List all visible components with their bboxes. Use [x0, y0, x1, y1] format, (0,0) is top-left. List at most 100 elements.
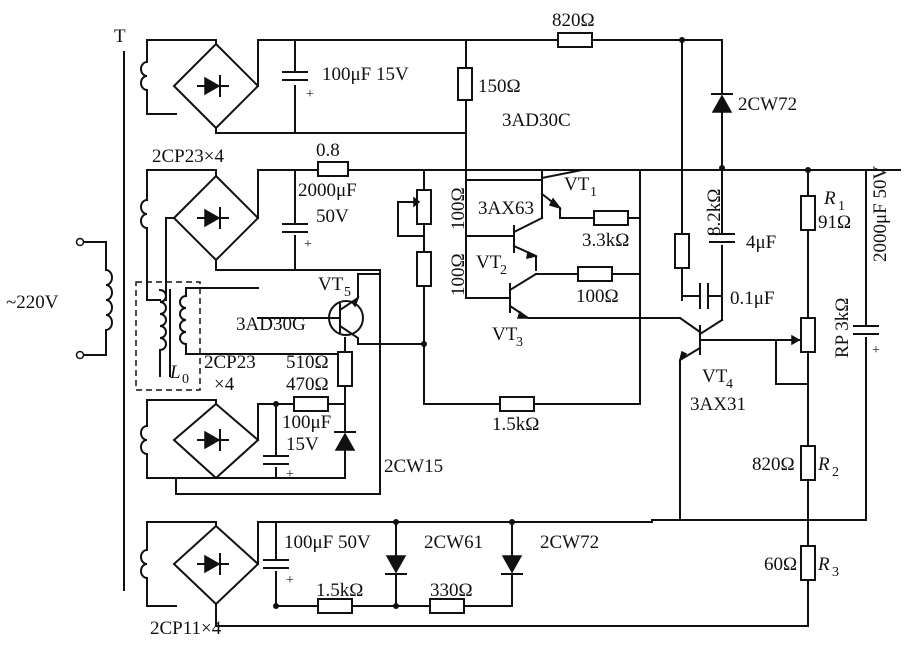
svg-text:+: + — [306, 87, 314, 102]
svg-text:4: 4 — [726, 377, 733, 392]
transistor-VT1: 3AD30C VT 1 — [502, 110, 597, 219]
svg-text:+: + — [286, 573, 294, 588]
vt4-label: VT — [702, 366, 728, 387]
svg-text:+: + — [286, 467, 294, 482]
mains-input: ~220V — [6, 237, 113, 360]
c2000-left-label: 2000μF — [298, 180, 357, 201]
secondary-winding-2 — [140, 169, 217, 301]
r1-val: 91Ω — [818, 212, 851, 233]
r510-label: 510Ω — [286, 352, 329, 373]
pot100-label: 100Ω — [448, 187, 469, 230]
bridge-rectifier-2 — [165, 169, 381, 301]
c2000-left-volt: 50V — [316, 206, 349, 227]
r33k-label: 3.3kΩ — [582, 230, 629, 251]
r2-label: R — [817, 454, 830, 475]
bridge1-label: 2CP23×4 — [152, 146, 224, 167]
resistor-470: 470Ω — [275, 374, 346, 433]
l0-label: L — [169, 362, 181, 383]
r3-val: 60Ω — [764, 554, 797, 575]
svg-text:0: 0 — [182, 372, 189, 387]
svg-text:2: 2 — [832, 465, 839, 480]
cap-top-label: 100μF 15V — [322, 64, 409, 85]
svg-text:+: + — [872, 343, 880, 358]
vt2-label: VT — [476, 252, 502, 273]
capacitor-100uF-15V-bias: + 100μF 15V — [263, 401, 331, 482]
vt3-label: VT — [492, 324, 518, 345]
r100h-label: 100Ω — [576, 286, 619, 307]
svg-text:×4: ×4 — [214, 374, 235, 395]
capacitor-100uF-15V-top: + 100μF 15V — [282, 39, 409, 134]
secondary-winding-3 — [140, 399, 217, 479]
cap-bias-volt: 15V — [286, 434, 319, 455]
svg-text:+: + — [304, 237, 312, 252]
svg-text:3: 3 — [832, 565, 839, 580]
pot-100: 100Ω — [397, 169, 469, 251]
r08-label: 0.8 — [316, 140, 340, 161]
svg-text:1: 1 — [838, 199, 845, 214]
capacitor-2000uF-left: + 2000μF 50V — [282, 169, 357, 271]
r2-val: 820Ω — [752, 454, 795, 475]
transformer-core: T — [114, 26, 126, 591]
resistor-100-horizontal: 100Ω — [535, 266, 641, 307]
svg-text:2CP23: 2CP23 — [204, 352, 256, 373]
resistor-150: 150Ω — [457, 39, 521, 271]
r820-top-label: 820Ω — [552, 10, 595, 31]
bridge-rectifier-4: 2CP11×4 — [150, 521, 809, 639]
zener-2cw61: 2CW61 — [385, 521, 483, 609]
resistor-R1: R 1 91Ω — [800, 167, 851, 319]
r82k-label: 8.2kΩ — [704, 189, 725, 236]
r330-label: 330Ω — [430, 580, 473, 601]
rp-label: RP 3kΩ — [832, 298, 853, 358]
r3-label: R — [817, 554, 830, 575]
cap-bottom-label: 100μF 50V — [284, 532, 371, 553]
r150-label: 150Ω — [478, 76, 521, 97]
transistor-VT3: VT 3 — [465, 269, 681, 350]
resistor-1.5k-mid: 1.5kΩ — [492, 396, 539, 435]
r100v-label: 100Ω — [448, 253, 469, 296]
resistor-3.3k: 3.3kΩ — [559, 169, 641, 251]
zener-2cw72-top: 2CW72 — [711, 39, 797, 169]
mains-label: ~220V — [6, 292, 59, 313]
transistor-VT5: VT 5 3AD30G — [236, 269, 381, 495]
vt4-type: 3AX31 — [690, 394, 746, 415]
bridge4-label: 2CP11×4 — [150, 618, 222, 639]
zener-2cw72-bottom: 2CW72 — [501, 521, 599, 607]
resistor-820-top: 820Ω — [465, 10, 723, 48]
resistor-R2: 820Ω R 2 — [752, 445, 839, 547]
resistor-0.8: 0.8 — [316, 140, 901, 177]
bridge2-label: 2CP23 ×4 — [204, 352, 256, 395]
zener-2cw15-label: 2CW15 — [384, 456, 443, 477]
zener-top-label: 2CW72 — [738, 94, 797, 115]
svg-text:5: 5 — [344, 285, 351, 300]
choke-L0: L 0 — [135, 281, 345, 391]
resistor-R3: 60Ω R 3 — [764, 545, 839, 627]
transformer-label: T — [114, 26, 126, 47]
transistor-VT4: VT 4 3AX31 — [678, 316, 809, 521]
svg-text:3: 3 — [516, 335, 523, 350]
svg-text:2: 2 — [500, 263, 507, 278]
resistor-1.5k-bottom: 1.5kΩ — [275, 580, 431, 614]
vt5-type: 3AD30G — [236, 314, 306, 335]
capacitor-2000uF-output: + 2000μF 50V — [651, 165, 891, 521]
resistor-100-vertical: 100Ω — [357, 251, 641, 405]
r1-label: R — [823, 188, 836, 209]
vt1-label: VT — [564, 174, 590, 195]
reference-rail — [275, 519, 653, 525]
cap-bias-label: 100μF — [282, 412, 331, 433]
vt2-type: 3AX63 — [478, 198, 534, 219]
capacitor-4uF: 4μF — [709, 165, 776, 321]
bridge-rectifier-1: 2CP23×4 — [152, 39, 467, 167]
c01u-label: 0.1μF — [730, 288, 775, 309]
capacitor-0.1uF: 0.1μF — [681, 283, 775, 309]
zener-2cw61-label: 2CW61 — [424, 532, 483, 553]
c2000-right-label: 2000μF 50V — [870, 165, 891, 262]
potentiometer-RP: RP 3kΩ — [775, 298, 853, 447]
c4u-label: 4μF — [746, 232, 776, 253]
bridge-rectifier-3 — [172, 402, 381, 495]
svg-text:1: 1 — [590, 185, 597, 200]
r470-label: 470Ω — [286, 374, 329, 395]
resistor-8.2k: 8.2kΩ — [674, 39, 725, 301]
zener-bias — [177, 431, 356, 479]
transistor-VT2: 3AX63 VT 2 — [465, 198, 544, 278]
